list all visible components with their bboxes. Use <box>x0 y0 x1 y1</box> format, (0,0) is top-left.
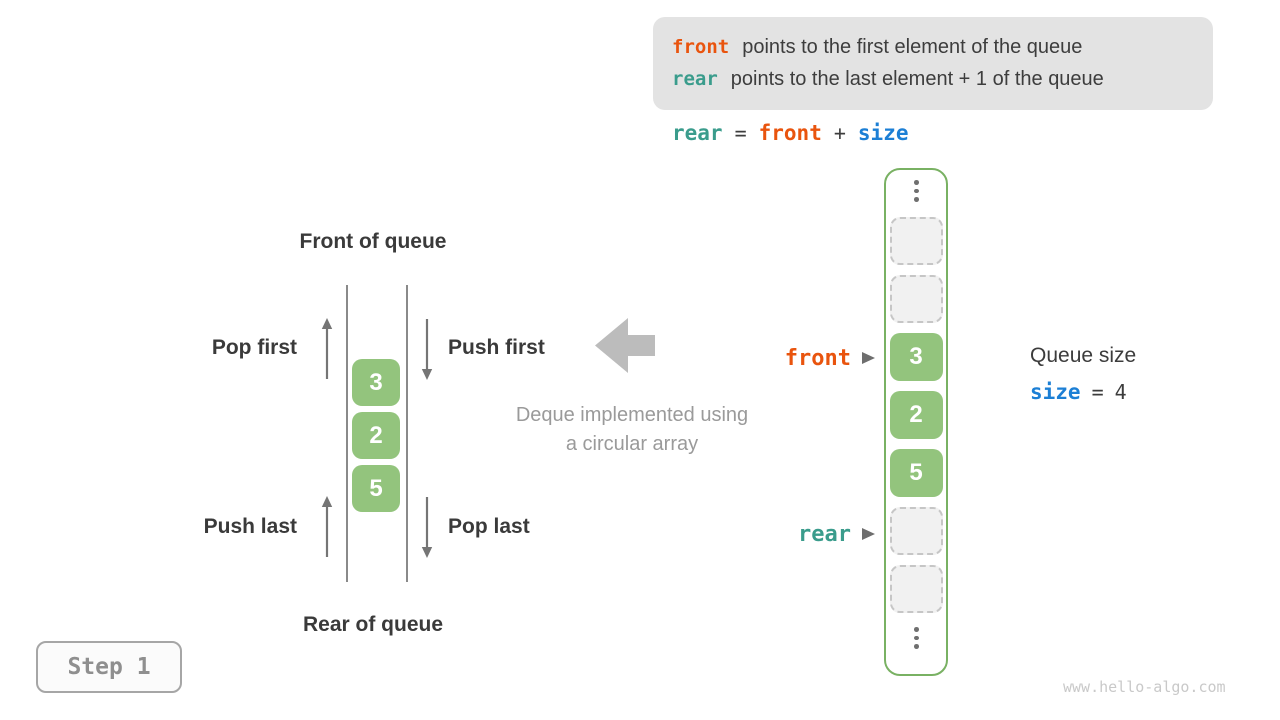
front-pointer-label: front <box>784 345 851 371</box>
size-equals: = <box>1091 380 1104 404</box>
front-pointer-arrow-icon <box>862 352 875 364</box>
caption-line-1: Deque implemented using <box>515 404 749 426</box>
push-last-arrow-icon <box>321 496 333 557</box>
front-keyword: front <box>672 36 730 58</box>
deque-stack: 3 2 5 <box>352 359 400 512</box>
left-block-arrow-icon <box>595 318 655 373</box>
array-cell-filled: 2 <box>889 391 943 439</box>
push-first-arrow-icon <box>421 319 433 380</box>
pointer-legend-box: front points to the first element of the… <box>653 17 1213 110</box>
rear-formula: rear = front + size <box>672 121 908 145</box>
push-last-label: Push last <box>203 515 297 538</box>
legend-line-rear: rear points to the last element + 1 of t… <box>672 68 1213 91</box>
size-keyword: size <box>1030 380 1081 404</box>
formula-equals: = <box>734 121 747 145</box>
rear-of-queue-label: Rear of queue <box>302 613 444 636</box>
rear-description: points to the last element + 1 of the qu… <box>730 68 1104 90</box>
formula-rear: rear <box>672 121 723 145</box>
rear-pointer: rear <box>705 510 875 558</box>
deque-left-wall <box>346 285 348 582</box>
array-cell-empty <box>889 565 943 613</box>
ellipsis-bottom-icon <box>913 627 919 650</box>
size-number: 4 <box>1114 380 1127 404</box>
deque-stack-value: 5 <box>352 465 400 512</box>
array-cell-filled: 3 <box>889 333 943 381</box>
watermark: www.hello-algo.com <box>1063 678 1226 696</box>
pop-first-arrow-icon <box>321 318 333 379</box>
array-cell-empty <box>889 275 943 323</box>
deque-right-wall <box>406 285 408 582</box>
array-cell-empty <box>889 217 943 265</box>
diagram-caption: Deque implemented using a circular array <box>470 401 794 459</box>
caption-line-2: a circular array <box>565 433 699 455</box>
queue-size-value: size = 4 <box>1030 380 1127 404</box>
pop-last-arrow-icon <box>421 497 433 558</box>
formula-front: front <box>758 121 822 145</box>
pop-last-label: Pop last <box>448 515 530 538</box>
queue-size-title: Queue size <box>1030 344 1137 367</box>
front-description: points to the first element of the queue <box>742 36 1083 58</box>
circular-array-frame: 3 2 5 <box>884 168 948 676</box>
step-badge: Step 1 <box>36 641 182 693</box>
rear-pointer-label: rear <box>798 521 851 547</box>
circular-array-cells: 3 2 5 <box>889 217 943 613</box>
ellipsis-top-icon <box>913 180 919 203</box>
front-of-queue-label: Front of queue <box>299 230 447 253</box>
formula-plus: + <box>833 121 846 145</box>
array-cell-filled: 5 <box>889 449 943 497</box>
front-pointer: front <box>705 334 875 382</box>
rear-keyword: rear <box>672 68 718 90</box>
deque-stack-value: 3 <box>352 359 400 406</box>
formula-size: size <box>857 121 909 145</box>
push-first-label: Push first <box>448 336 545 359</box>
pop-first-label: Pop first <box>211 336 297 359</box>
array-cell-empty <box>889 507 943 555</box>
rear-pointer-arrow-icon <box>862 528 875 540</box>
legend-line-front: front points to the first element of the… <box>672 36 1213 59</box>
deque-stack-value: 2 <box>352 412 400 459</box>
